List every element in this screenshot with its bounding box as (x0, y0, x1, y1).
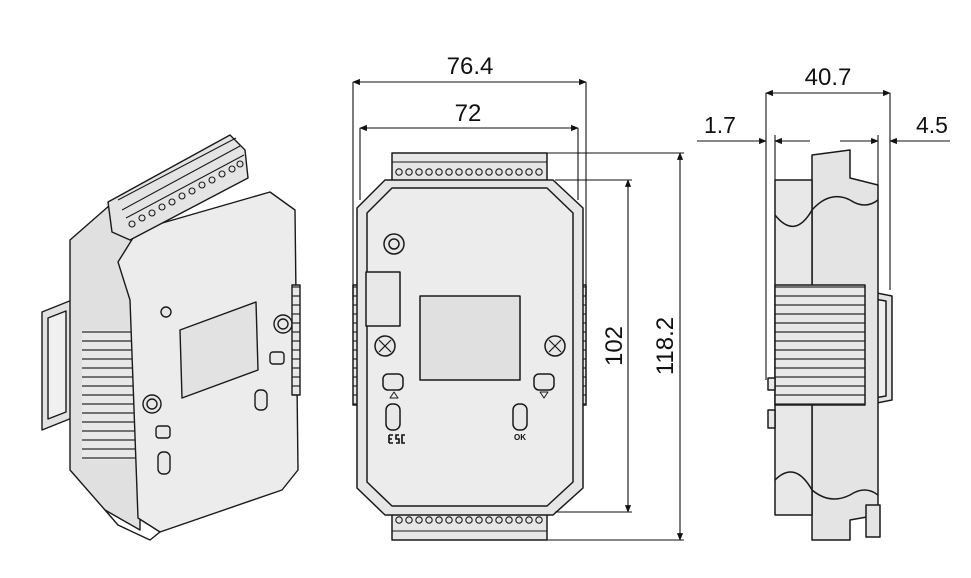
dimension-lines (352, 78, 950, 541)
front-view (352, 152, 587, 541)
dim-overall-width: 76.4 (447, 53, 494, 80)
dim-inner-height: 102 (601, 326, 628, 366)
side-view (767, 149, 893, 541)
esc-key (385, 403, 401, 431)
ok-key (512, 403, 528, 431)
cooling-fins (774, 284, 866, 406)
dim-side-offset-right: 4.5 (916, 112, 948, 138)
led-window (179, 301, 259, 399)
dim-overall-height: 118.2 (652, 317, 679, 375)
dim-inner-width: 72 (455, 100, 482, 127)
dim-side-offset-left: 1.7 (704, 112, 736, 138)
cooling-fins (82, 330, 140, 460)
right-button (533, 373, 555, 391)
ok-key-label: OK (514, 433, 526, 442)
led-window (419, 295, 521, 381)
dim-depth: 40.7 (805, 64, 852, 91)
mounting-hole (383, 233, 405, 255)
esc-key-label (388, 434, 405, 444)
left-button (382, 373, 404, 391)
isometric-view (41, 134, 301, 541)
screw-icon (142, 394, 162, 414)
terminal-block-top (391, 152, 548, 184)
screw-icon (273, 314, 293, 334)
